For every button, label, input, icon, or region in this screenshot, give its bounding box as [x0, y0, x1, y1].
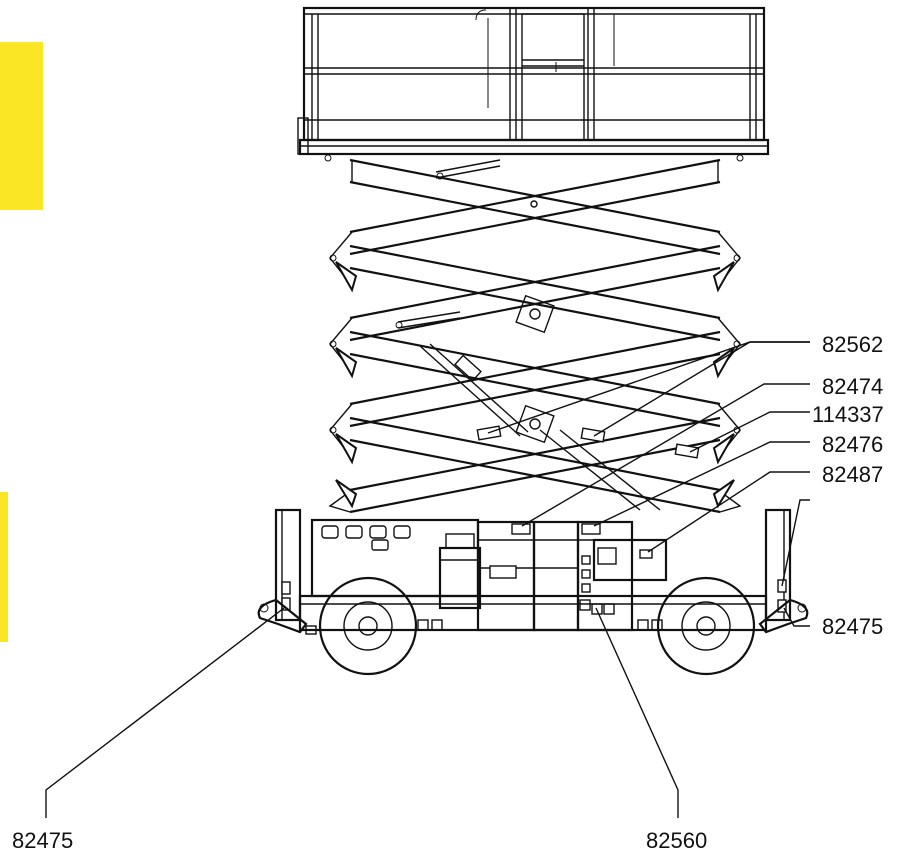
- label-82474: 82474: [822, 374, 883, 399]
- arm-decals: [476, 425, 700, 459]
- label-82476: 82476: [822, 432, 883, 457]
- platform-guardrails: [297, 6, 770, 162]
- yellow-edge-tab-bottom: [0, 492, 8, 642]
- label-82560: 82560: [646, 828, 707, 853]
- outriggers: [257, 508, 809, 634]
- callout-labels: 82562 82474 114337 82476 82487 82475 824…: [12, 332, 884, 853]
- leader-lines: [45, 341, 810, 818]
- label-82487: 82487: [822, 462, 883, 487]
- label-82562: 82562: [822, 332, 883, 357]
- wheels: [318, 576, 756, 676]
- scissor-arms: [328, 158, 742, 514]
- label-114337: 114337: [812, 402, 884, 427]
- label-82475-right: 82475: [822, 614, 883, 639]
- yellow-edge-tab-top: [0, 42, 43, 210]
- label-82475-left: 82475: [12, 828, 73, 853]
